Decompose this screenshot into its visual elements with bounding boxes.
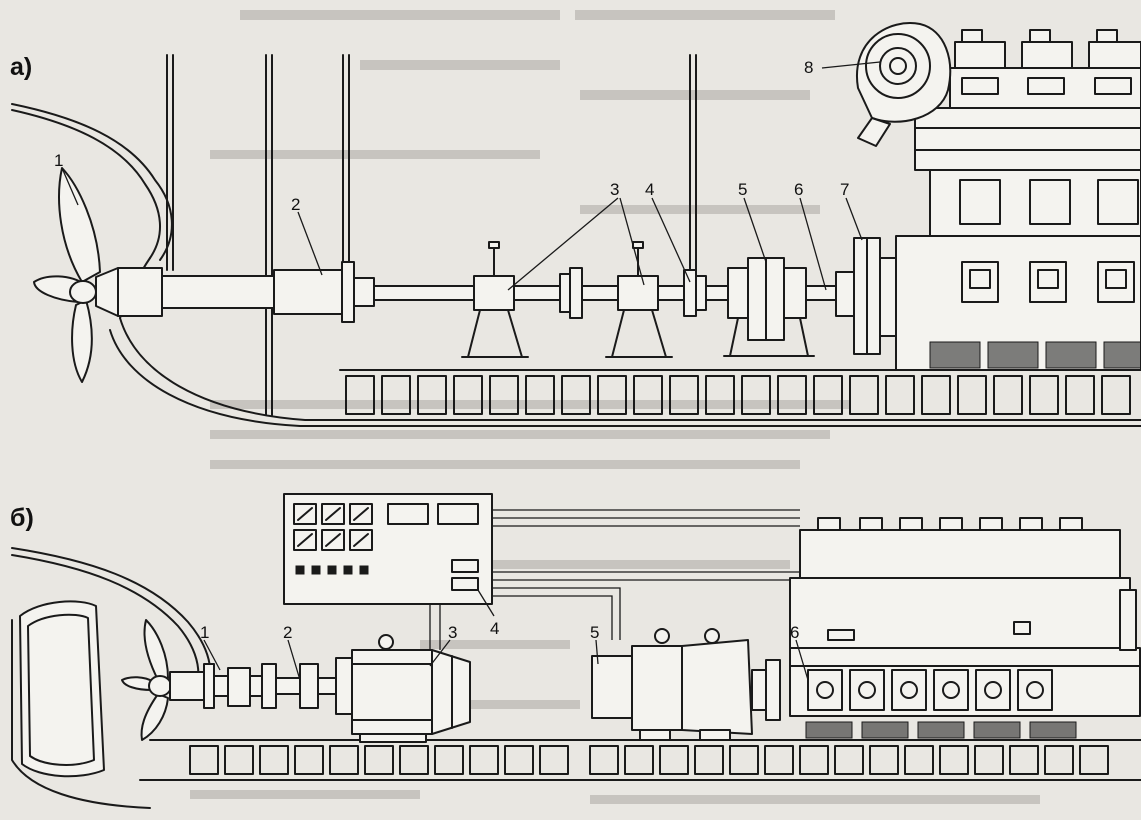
double-bottom-cell [669,375,699,415]
panel-b-label: б) [10,504,34,532]
panel-a-hull [11,54,1141,427]
double-bottom-cell [504,745,534,775]
double-bottom-cell [381,375,411,415]
label-a-7: 7 [840,180,849,199]
double-bottom-cell [364,745,394,775]
label-a-8: 8 [804,58,813,77]
double-bottom-cell [434,745,464,775]
label-b-1: 1 [200,623,209,642]
double-bottom-cell [633,375,663,415]
double-bottom-cell [939,745,969,775]
double-bottom-cell [453,375,483,415]
double-bottom-cell [957,375,987,415]
label-b-5: 5 [590,623,599,642]
panel-b-labels: 1 2 3 4 5 6 [200,619,799,642]
panel-b-leaders [203,589,809,681]
double-bottom-cell [921,375,951,415]
panel-b-double-bottom [189,745,1109,775]
double-bottom-cell [1009,745,1039,775]
double-bottom-cell [885,375,915,415]
double-bottom-cell [705,375,735,415]
double-bottom-cell [561,375,591,415]
label-a-2: 2 [291,195,300,214]
double-bottom-cell [624,745,654,775]
double-bottom-cell [904,745,934,775]
double-bottom-cell [329,745,359,775]
panel-a-shaft-line [117,237,897,358]
double-bottom-cell [259,745,289,775]
double-bottom-cell [589,745,619,775]
double-bottom-cell [399,745,429,775]
double-bottom-cell [345,375,375,415]
label-b-3: 3 [448,623,457,642]
double-bottom-cell [1044,745,1074,775]
panel-b-shaft-line [169,657,353,715]
panel-a-label: а) [10,53,32,81]
double-bottom-cell [489,375,519,415]
double-bottom-cell [1079,745,1109,775]
panel-b-control-console [283,493,800,650]
double-bottom-cell [974,745,1004,775]
double-bottom-cell [777,375,807,415]
double-bottom-cell [659,745,689,775]
double-bottom-cell [694,745,724,775]
panel-a-leaders [61,61,881,291]
double-bottom-cell [294,745,324,775]
double-bottom-cell [799,745,829,775]
double-bottom-cell [764,745,794,775]
double-bottom-cell [224,745,254,775]
double-bottom-cell [849,375,879,415]
double-bottom-cell [469,745,499,775]
panel-a-double-bottom [345,375,1131,415]
panel-b-diesel-engine [789,517,1141,739]
label-b-6: 6 [790,623,799,642]
double-bottom-cell [417,375,447,415]
label-a-4: 4 [645,180,654,199]
panel-a-propeller [33,167,119,383]
double-bottom-cell [993,375,1023,415]
double-bottom-cell [1029,375,1059,415]
panel-a-labels: 1 2 3 4 5 6 7 8 [54,58,849,214]
label-b-2: 2 [283,623,292,642]
double-bottom-cell [597,375,627,415]
panel-b-propeller [121,619,172,741]
double-bottom-cell [1065,375,1095,415]
label-a-3: 3 [610,180,619,199]
double-bottom-cell [525,375,555,415]
panel-a-main-engine [855,22,1141,371]
label-a-1: 1 [54,151,63,170]
double-bottom-cell [869,745,899,775]
label-a-5: 5 [738,180,747,199]
double-bottom-cell [189,745,219,775]
double-bottom-cell [729,745,759,775]
panel-b-propulsion-motor [351,634,471,743]
double-bottom-cell [741,375,771,415]
label-b-4: 4 [490,619,499,638]
double-bottom-cell [834,745,864,775]
label-a-6: 6 [794,180,803,199]
panel-b-generator [591,628,781,741]
double-bottom-cell [813,375,843,415]
double-bottom-cell [539,745,569,775]
double-bottom-cell [1101,375,1131,415]
